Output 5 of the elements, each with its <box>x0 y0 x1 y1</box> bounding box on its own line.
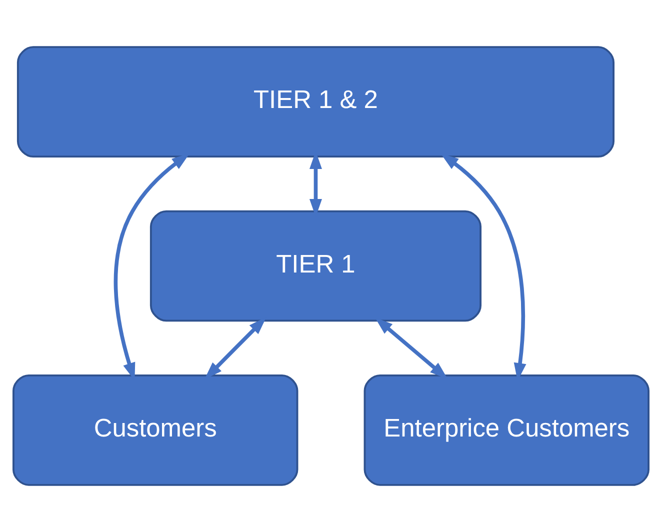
node-box: Enterprice Customers <box>364 374 650 486</box>
node-box: TIER 1 & 2 <box>16 46 614 157</box>
node-box: TIER 1 <box>150 210 482 322</box>
node-box: Customers <box>12 374 298 486</box>
arrow <box>374 316 448 379</box>
